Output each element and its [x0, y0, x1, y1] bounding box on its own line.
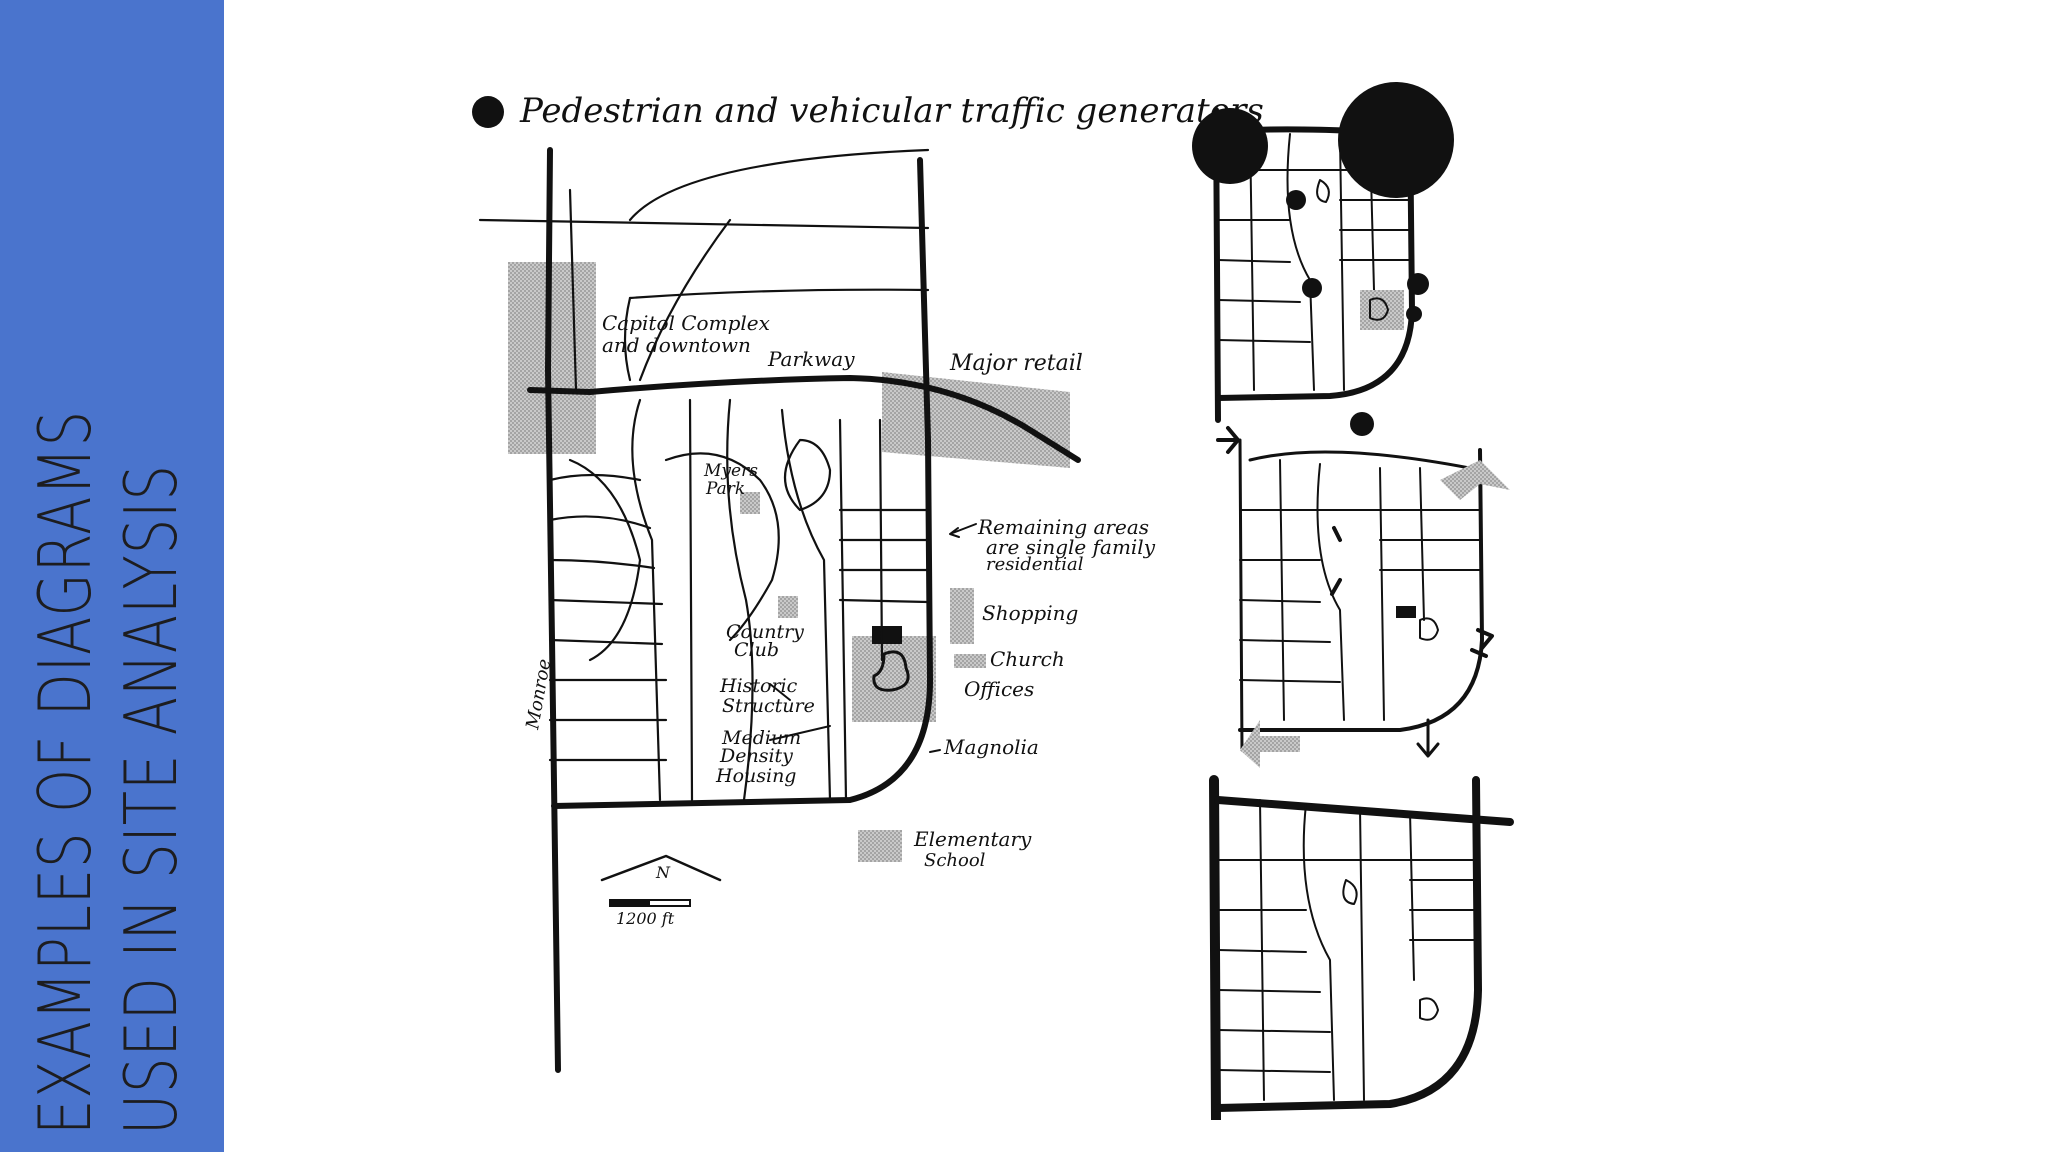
label-church: Church [990, 647, 1065, 671]
historic-area [852, 636, 936, 722]
title-sidebar: EXAMPLES OF DIAGRAMS USED IN SITE ANALYS… [0, 0, 224, 1152]
flow-arrow-4-icon [1330, 526, 1342, 596]
label-capitol: Capitol Complex [602, 311, 770, 335]
legend-bullet-icon [472, 96, 504, 128]
flow-arrow-1-icon [1440, 460, 1510, 500]
label-myers-park-2: Park [705, 479, 745, 499]
generator-dot-4 [1406, 306, 1422, 322]
flow-arrow-2-icon [1240, 720, 1300, 768]
label-remaining-1: Remaining areas [977, 515, 1149, 539]
generator-dot-1 [1286, 190, 1306, 210]
magnolia-road [551, 157, 933, 809]
label-country-1: Country [726, 621, 804, 643]
label-remaining-2: are single family [986, 535, 1156, 559]
shopping-area [950, 588, 974, 644]
label-parkway: Parkway [767, 347, 855, 371]
label-magnolia: Magnolia [943, 735, 1039, 759]
generator-dot-large-1 [1192, 108, 1268, 184]
road-hierarchy-map [1209, 775, 1514, 1120]
parkway-road [527, 375, 1081, 463]
north-label: N [655, 863, 671, 882]
flow-arrow-5-icon [1470, 628, 1494, 658]
label-medium-1: Medium [721, 727, 801, 749]
label-medium-3: Housing [715, 765, 796, 787]
country-club-area [778, 596, 798, 618]
capitol-area [508, 262, 596, 454]
north-arrow-icon: N 1200 ft [600, 854, 722, 928]
scale-label: 1200 ft [616, 909, 675, 928]
generator-dot-5 [1350, 412, 1374, 436]
label-elementary-1: Elementary [913, 827, 1032, 851]
site-analysis-diagram: Pedestrian and vehicular traffic generat… [472, 82, 1514, 1120]
label-remaining-3: residential [986, 554, 1084, 575]
label-pointers [769, 523, 977, 753]
myers-park-area [740, 492, 760, 514]
traffic-flow-map [1216, 426, 1510, 768]
label-offices: Offices [964, 677, 1034, 701]
generator-dot-large-2 [1338, 82, 1454, 198]
generator-dot-2 [1302, 278, 1322, 298]
monroe-road [545, 147, 561, 1073]
flow-arrow-6-icon [1416, 718, 1440, 758]
label-downtown: and downtown [602, 333, 751, 357]
generator-dot-3 [1407, 273, 1429, 295]
label-historic-2: Structure [722, 695, 815, 717]
label-shopping: Shopping [982, 601, 1078, 625]
minor-streets [478, 148, 930, 802]
church-area [954, 654, 986, 668]
flow-arrow-3-icon [1216, 426, 1240, 454]
label-historic-1: Historic [719, 675, 798, 697]
traffic-generators-map [1192, 82, 1454, 436]
elementary-school-area [858, 830, 902, 862]
historic-loop [872, 650, 910, 692]
label-myers-park-1: Myers [703, 461, 758, 481]
label-elementary-2: School [924, 850, 986, 871]
legend-text: Pedestrian and vehicular traffic generat… [519, 91, 1264, 131]
historic-structure [872, 626, 902, 644]
label-major-retail: Major retail [949, 351, 1083, 376]
label-medium-2: Density [719, 745, 793, 767]
slide-title: EXAMPLES OF DIAGRAMS USED IN SITE ANALYS… [23, 410, 193, 1135]
label-country-2: Club [734, 639, 779, 661]
main-site-map: Pedestrian and vehicular traffic generat… [472, 91, 1264, 1073]
